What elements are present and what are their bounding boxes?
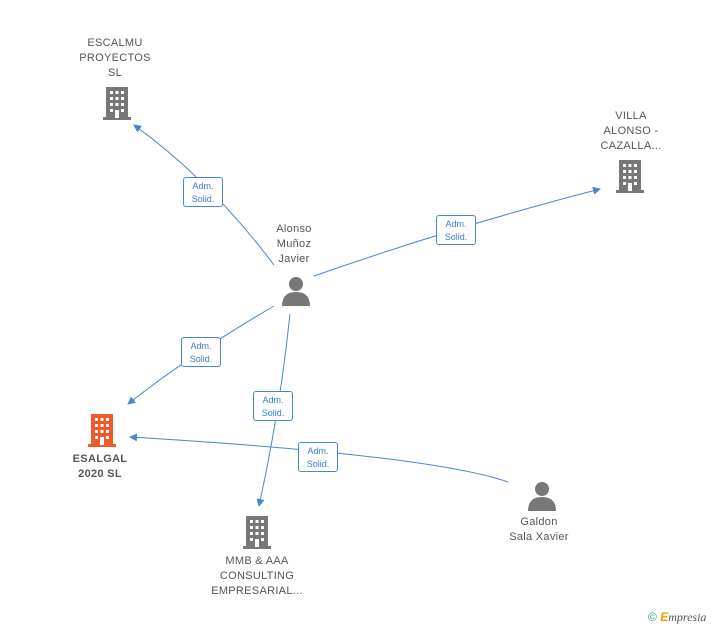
- edge-label-alonso-esalgal[interactable]: Adm. Solid.: [181, 337, 221, 367]
- building-icon[interactable]: [614, 158, 646, 194]
- person-icon[interactable]: [280, 276, 312, 306]
- node-label-esalgal: ESALGAL 2020 SL: [72, 453, 128, 480]
- node-label-galdon: Galdon Sala Xavier: [509, 516, 569, 543]
- brand-logo-initial: E: [660, 610, 669, 624]
- node-label-villa: VILLA ALONSO - CAZALLA...: [600, 110, 662, 152]
- edge-label-alonso-villa[interactable]: Adm. Solid.: [436, 215, 476, 245]
- node-label-mmb: MMB & AAA CONSULTING EMPRESARIAL...: [211, 555, 303, 597]
- edge-label-alonso-mmb[interactable]: Adm. Solid.: [253, 391, 293, 421]
- building-icon[interactable]: [101, 85, 133, 121]
- building-icon[interactable]: [241, 514, 273, 550]
- person-icon[interactable]: [526, 481, 558, 511]
- building-icon[interactable]: [86, 412, 118, 448]
- node-label-alonso: Alonso Muñoz Javier: [276, 223, 312, 265]
- copyright-symbol: ©: [648, 610, 657, 624]
- node-label-escalmu: ESCALMU PROYECTOS SL: [79, 37, 151, 79]
- edge-galdon-esalgal: [129, 433, 509, 483]
- edge-label-alonso-escalmu[interactable]: Adm. Solid.: [183, 177, 223, 207]
- brand-logo-text: mpresia: [668, 610, 707, 624]
- edge-label-galdon-esalgal[interactable]: Adm. Solid.: [298, 442, 338, 472]
- copyright-footer: © Empresia: [648, 610, 706, 625]
